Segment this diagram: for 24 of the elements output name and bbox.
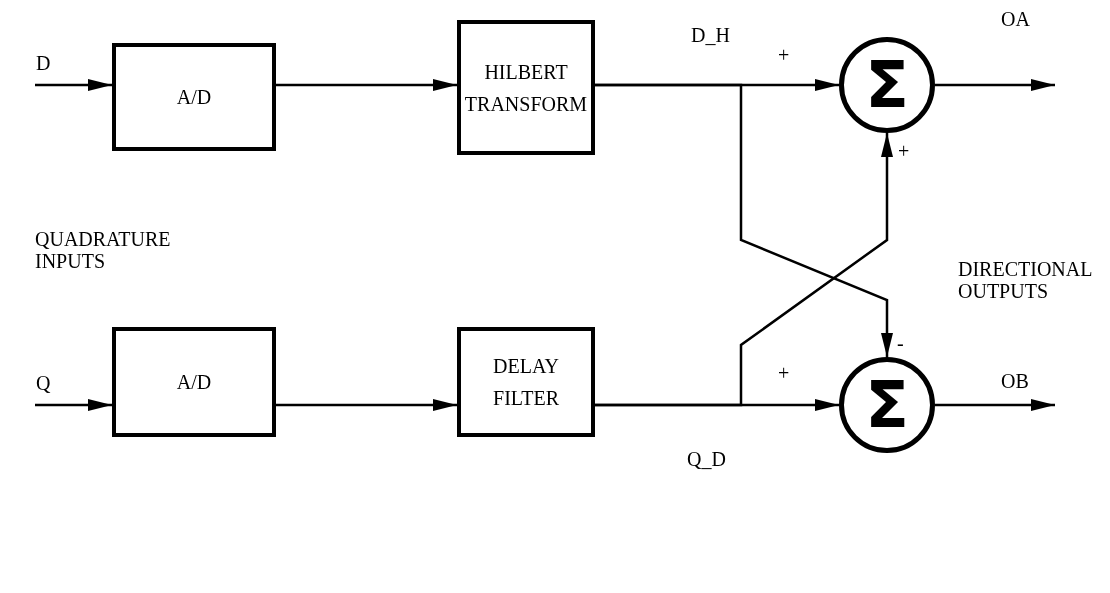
process-box	[457, 327, 595, 437]
sigma-symbol: Σ	[865, 53, 909, 117]
block-label: A/D	[176, 85, 212, 110]
arrow	[35, 79, 112, 91]
sign-label: -	[897, 332, 904, 354]
sigma-symbol: Σ	[865, 373, 909, 437]
arrow	[35, 399, 112, 411]
group-label: DIRECTIONAL OUTPUTS	[958, 258, 1093, 302]
block-label: A/D	[176, 370, 212, 395]
arrow	[595, 133, 893, 407]
sign-label: +	[898, 140, 910, 162]
process-box	[457, 20, 595, 155]
arrow	[276, 79, 457, 91]
group-label: QUADRATURE INPUTS	[35, 228, 172, 272]
process-box	[112, 43, 276, 151]
arrow	[935, 79, 1055, 91]
block-label: HILBERT TRANSFORM	[463, 59, 589, 117]
process-box	[112, 327, 276, 437]
sign-label: +	[778, 362, 790, 384]
arrow	[276, 399, 457, 411]
arrow	[595, 83, 893, 357]
arrow	[935, 399, 1055, 411]
sign-label: +	[778, 44, 790, 66]
block-label: DELAY FILTER	[492, 354, 560, 411]
